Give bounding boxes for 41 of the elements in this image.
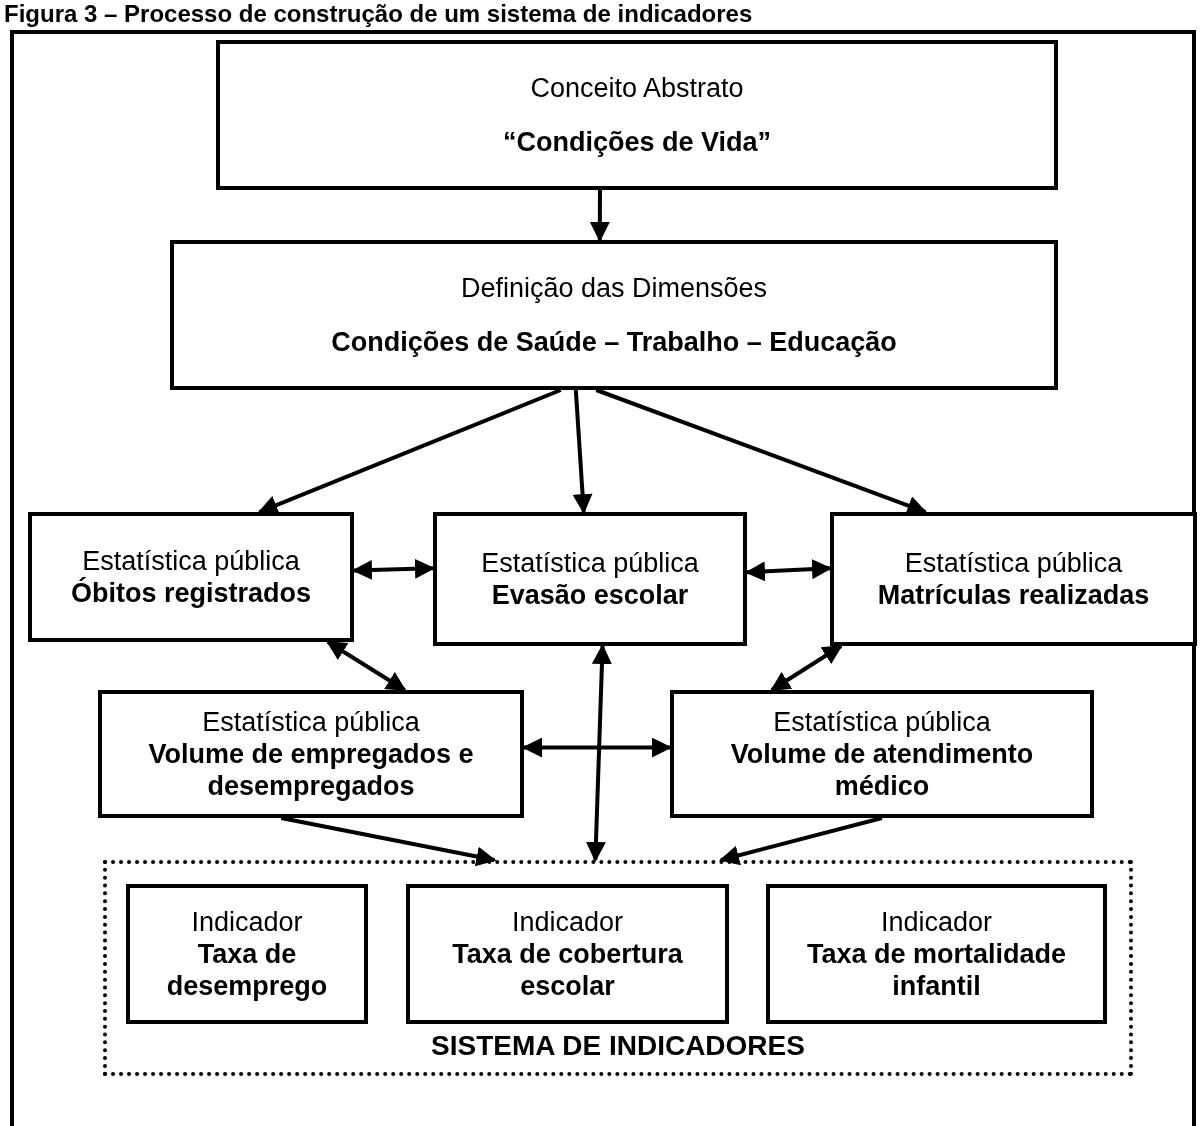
arrow — [326, 640, 407, 692]
arrow — [719, 816, 883, 866]
node-text: Volume de atendimento médico — [729, 738, 1035, 802]
node-heading: Estatística pública — [481, 547, 699, 579]
process-box — [170, 240, 1058, 390]
node-text: “Condições de Vida” — [502, 126, 772, 158]
arrow — [572, 389, 593, 514]
arrow — [589, 190, 610, 242]
node-heading: Estatística pública — [82, 545, 300, 577]
process-box — [216, 40, 1058, 190]
process-box — [433, 512, 747, 646]
node-text: Matrículas realizadas — [877, 579, 1150, 611]
arrow — [280, 816, 497, 867]
node-heading: Indicador — [191, 906, 303, 938]
node-text: Condições de Saúde – Trabalho – Educação — [331, 326, 897, 358]
node-heading: Indicador — [511, 906, 624, 938]
process-box — [406, 884, 729, 1024]
node-text: Taxa de desemprego — [165, 938, 329, 1002]
node-heading: Conceito Abstrato — [530, 72, 744, 104]
node-text: Taxa de mortalidade infantil — [806, 938, 1067, 1002]
node-text: Óbitos registrados — [70, 577, 311, 609]
arrow — [257, 388, 562, 515]
group-box — [103, 860, 1133, 1076]
arrow — [770, 644, 843, 692]
group-label: SISTEMA DE INDICADORES — [431, 1030, 805, 1062]
node-heading: Estatística pública — [773, 706, 991, 738]
process-box — [98, 690, 524, 818]
node-heading: Estatística pública — [904, 547, 1123, 579]
node-text: Evasão escolar — [491, 579, 689, 611]
process-box — [28, 512, 354, 642]
node-heading: Indicador — [880, 906, 993, 938]
process-box — [766, 884, 1107, 1024]
node-heading: Definição das Dimensões — [460, 272, 768, 304]
node-heading: Estatística pública — [202, 706, 420, 738]
arrow — [585, 644, 612, 862]
node-text: Volume de empregados e desempregados — [147, 738, 475, 802]
process-box — [830, 512, 1197, 646]
node-text: Taxa de cobertura escolar — [451, 938, 684, 1002]
process-box — [670, 690, 1094, 818]
figure-title: Figura 3 – Processo de construção de um sistema de indicadores — [4, 0, 753, 28]
process-box — [126, 884, 368, 1024]
